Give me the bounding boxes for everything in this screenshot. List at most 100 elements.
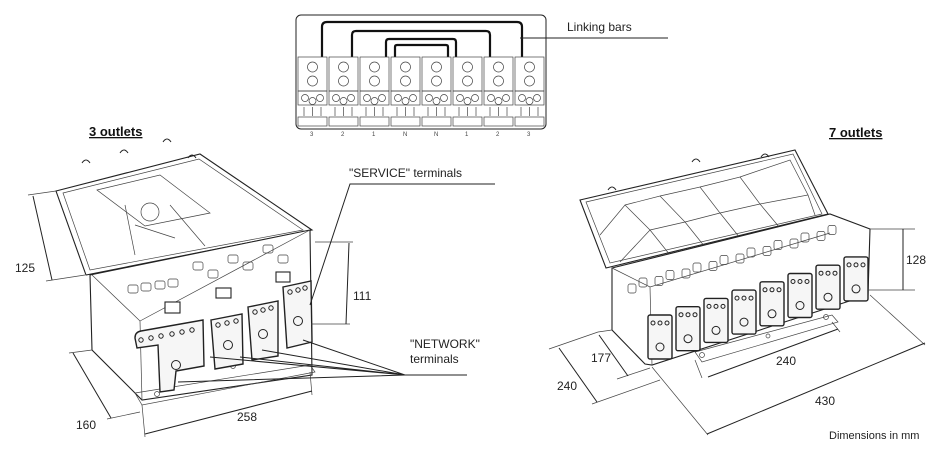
fitting: [681, 268, 691, 279]
front-panel: [675, 306, 701, 352]
terminal-label: 2: [496, 132, 500, 138]
network-terminals-label-line2: terminals: [410, 352, 459, 366]
terminal-stud: [853, 262, 859, 268]
front-panel: [759, 281, 785, 327]
linking-bars: [320, 20, 524, 57]
lid-diamond-pattern: [599, 159, 816, 263]
terminal-stud: [734, 295, 740, 301]
terminal-stud: [825, 270, 831, 276]
fitting: [800, 232, 810, 243]
fitting: [708, 261, 718, 271]
depth-inner-dimension-line: [598, 334, 629, 377]
three-outlets-title: 3 outlets: [89, 124, 142, 139]
network-terminals-label-line1: "NETWORK": [410, 337, 480, 351]
base-length-value: 240: [776, 354, 796, 368]
terminal-stud: [720, 303, 726, 309]
terminal-stud: [685, 312, 691, 318]
terminal-stud: [224, 320, 230, 326]
linking-bar-inner: [393, 43, 450, 57]
terminal-stud: [158, 333, 164, 339]
fitting: [735, 253, 745, 264]
fitting: [665, 270, 675, 280]
front-panel: [731, 289, 757, 335]
depth-inner-value: 177: [591, 351, 611, 365]
terminal-stud: [804, 279, 810, 284]
terminal-module: 1: [359, 56, 390, 138]
linking-bars-label: Linking bars: [567, 20, 632, 34]
terminal-stud: [678, 312, 684, 318]
length-dimension-line: [144, 390, 313, 435]
depth-outer-value: 240: [557, 379, 577, 393]
service-terminals-label: "SERVICE" terminals: [349, 166, 462, 180]
terminal-stud: [776, 287, 782, 293]
terminal-stud: [741, 295, 747, 301]
terminal-stud: [655, 342, 665, 352]
terminal-label: 2: [341, 132, 345, 138]
terminal-stud: [189, 327, 195, 333]
internal-terminals: [627, 225, 837, 294]
terminal-modules: 3 2 1 N N 1 2 3: [297, 56, 545, 138]
terminal-stud: [769, 287, 775, 293]
terminal-stud: [650, 320, 656, 326]
terminal-module: 3: [297, 56, 328, 138]
terminal-stud: [762, 287, 768, 293]
terminal-stud: [252, 309, 258, 315]
length-dimension-line: [706, 342, 926, 435]
front-panel: [815, 264, 841, 310]
fitting: [654, 276, 664, 286]
terminal-module: 1: [452, 56, 483, 138]
units-note: Dimensions in mm: [829, 430, 919, 442]
front-panels: [647, 256, 869, 360]
right-dimensions: 128 177 240 240 430: [548, 228, 926, 436]
terminal-block-diagram: 3 2 1 N N 1 2 3 Linking bars: [295, 14, 668, 138]
left-dimensions: 125 111 160 258: [15, 190, 372, 438]
terminal-stud: [233, 318, 239, 324]
length-value: 258: [237, 410, 257, 424]
terminal-stud: [832, 270, 838, 276]
terminal-label: 3: [527, 132, 531, 138]
terminal-stud: [657, 320, 663, 326]
terminal-stud: [664, 320, 670, 326]
terminal-label: 1: [372, 132, 376, 138]
fitting: [719, 255, 729, 265]
seven-outlet-unit: 7 outlets: [548, 125, 926, 442]
fitting: [762, 246, 772, 256]
terminal-stud: [138, 337, 144, 343]
terminal-label: N: [434, 132, 438, 138]
depth-value: 160: [76, 418, 96, 432]
terminal-label: 1: [465, 132, 469, 138]
terminal-stud: [790, 279, 796, 284]
body-height-value: 128: [906, 253, 926, 267]
fitting: [827, 225, 837, 235]
lid: [55, 138, 314, 276]
front-panel: [703, 297, 729, 344]
terminal-stud: [739, 317, 749, 327]
network-leaders: [177, 339, 467, 383]
left-callouts: "SERVICE" terminals "NETWORK" terminals: [177, 166, 495, 383]
terminal-label: N: [403, 132, 407, 138]
internal-terminals: [127, 244, 291, 314]
terminal-module: N: [390, 56, 421, 138]
terminal-stud: [860, 262, 866, 268]
body-height-value: 111: [353, 289, 372, 303]
fitting: [692, 262, 702, 273]
terminal-stud: [797, 279, 803, 284]
linking-bar-3: [384, 37, 458, 57]
fitting: [638, 277, 648, 288]
front-panel: [843, 256, 869, 302]
fitting: [789, 238, 799, 249]
terminal-block-frame: [295, 14, 547, 130]
terminal-stud: [711, 325, 721, 335]
seven-outlets-title: 7 outlets: [829, 125, 882, 140]
terminal-stud: [215, 322, 221, 328]
terminal-module: N: [421, 56, 452, 138]
terminal-stud: [148, 335, 154, 341]
terminal-stud: [295, 287, 301, 293]
terminal-stud: [706, 303, 712, 309]
body-height-dimension-line: [345, 242, 350, 325]
terminal-module: 2: [483, 56, 514, 138]
fitting: [627, 283, 637, 294]
length-value: 430: [815, 394, 835, 408]
terminal-studs: [138, 285, 308, 343]
